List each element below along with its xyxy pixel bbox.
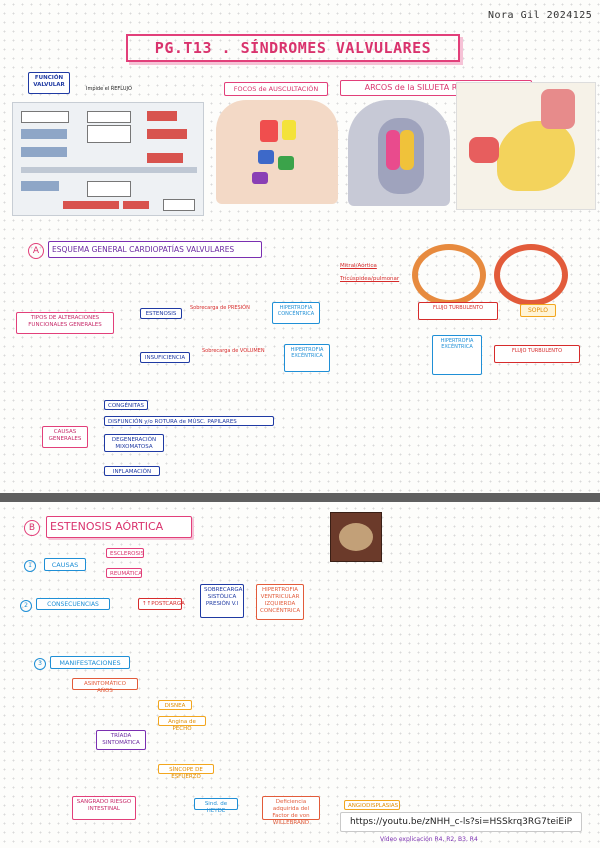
- thorax-auscultation-image: [216, 100, 338, 204]
- causas-generales-box: CAUSAS GENERALES: [42, 426, 88, 448]
- focos-auscultacion-title: FOCOS de AUSCULTACIÓN: [224, 82, 328, 96]
- section-a-title: ESQUEMA GENERAL CARDIOPATÍAS VALVULARES: [48, 241, 262, 258]
- hipertrofia-ventricular-box: HIPERTROFIA VENTRICULAR IZQUIERDA CONCÉN…: [256, 584, 304, 620]
- esclerosis-label: ESCLEROSIS: [106, 548, 144, 558]
- asintomatico-box: ASINTOMÁTICO AÑOS: [72, 678, 138, 694]
- insuficiencia-label: INSUFICIENCIA: [140, 352, 190, 363]
- sincope-label: SÍNCOPE DE ESFUERZO: [158, 764, 214, 780]
- hipertrofia-concentrica: HIPERTROFIA CONCÉNTRICA: [272, 302, 320, 324]
- blood-flow-arc-image: [402, 236, 580, 312]
- reumatica-label: REUMÁTICA: [106, 568, 142, 578]
- degeneracion-mixomatosa-label: DEGENERACIÓN MIXOMATOSA: [104, 434, 164, 452]
- angiodisplasias-box: ANGIODISPLASIAS: [344, 800, 400, 810]
- mitral-aortica: Mitral/Aórtica: [340, 263, 377, 269]
- valve-flow-diagram: [12, 102, 204, 216]
- sangrado-box: SANGRADO RIESGO INTESTINAL: [72, 796, 136, 820]
- section-a-badge: A: [28, 243, 44, 259]
- aortic-valve-photo: [330, 512, 382, 562]
- disnea-label: DISNEA: [158, 700, 192, 710]
- section-divider: [0, 493, 600, 502]
- inflamacion-label: INFLAMACIÓN: [104, 466, 160, 476]
- flujo-turbulento-1: FLUJO TURBULENTO: [418, 302, 498, 320]
- postcarga-box: ↑↑POSTCARGA: [138, 598, 185, 610]
- sobrecarga-sistolica-box: SOBRECARGA SISTÓLICA PRESIÓN V.I: [200, 584, 244, 618]
- heart-silhouette-image: [456, 82, 596, 210]
- impide-reflujo-text: Impide el REFLUJO: [86, 86, 132, 92]
- consecuencias-badge: 2: [20, 600, 32, 612]
- disfuncion-musculos-label: DISFUNCIÓN y/o ROTURA de MÚSC. PAPILARES: [104, 416, 274, 426]
- funcion-valvular-box: FUNCIÓN VALVULAR: [28, 72, 70, 94]
- causas-badge: 1: [24, 560, 36, 572]
- youtube-link[interactable]: https://youtu.be/zNHH_c-ls?si=HSSkrq3RG7…: [340, 812, 582, 832]
- page-title: PG.T13 . SÍNDROMES VALVULARES: [126, 34, 460, 62]
- hipertrofia-excentrica: HIPERTROFIA EXCÉNTRICA: [284, 344, 330, 372]
- causas-label: CAUSAS: [44, 558, 86, 571]
- consecuencias-label: CONSECUENCIAS: [36, 598, 110, 610]
- triada-sintomatica-box: TRÍADA SINTOMÁTICA: [96, 730, 146, 750]
- section-b-badge: B: [24, 520, 40, 536]
- estenosis-label: ESTENOSIS: [140, 308, 182, 319]
- sobrecarga-volumen: Sobrecarga de VOLUMEN: [202, 348, 265, 354]
- soplo-box: SOPLO: [520, 304, 556, 317]
- tricuspidea-pulmonar: Tricúspidea/pulmonar: [340, 276, 400, 282]
- manifestaciones-label: MANIFESTACIONES: [50, 656, 130, 669]
- section-b-title: ESTENOSIS AÓRTICA: [46, 516, 192, 538]
- flujo-turbulento-2: FLUJO TURBULENTO: [494, 345, 580, 363]
- heyde-box: Sind. de HEYDE: [194, 798, 238, 814]
- video-explicacion: Vídeo explicación R4, R2, B3, R4: [380, 836, 478, 843]
- manifestaciones-badge: 3: [34, 658, 46, 670]
- sobrecarga-presion: Sobrecarga de PRESIÓN: [190, 305, 250, 311]
- author-date: Nora Gil 2024125: [488, 10, 593, 21]
- hipertrofia-excentrica-2: HIPERTROFIA EXCÉNTRICA: [432, 335, 482, 375]
- angina-label: Angina de PECHO: [158, 716, 206, 732]
- tipos-alteraciones-box: TIPOS DE ALTERACIONES FUNCIONALES GENERA…: [16, 312, 114, 334]
- deficiencia-box: Deficiencia adquirida del Factor de von …: [262, 796, 320, 826]
- congenitas-label: CONGÉNITAS: [104, 400, 148, 410]
- chest-xray-image: [348, 100, 450, 206]
